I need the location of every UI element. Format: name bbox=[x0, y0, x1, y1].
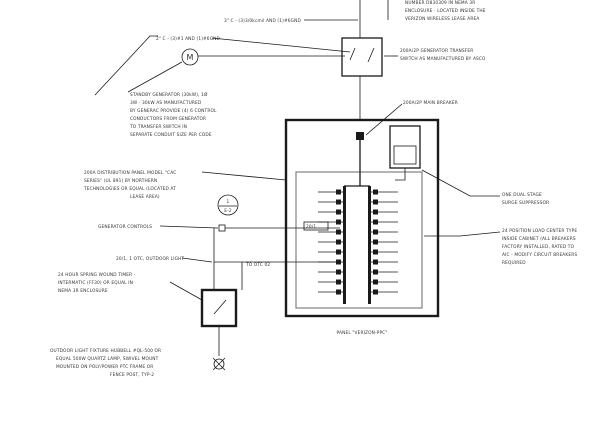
branch-breaker-left bbox=[336, 189, 341, 195]
standby-generator-note-line-2: 3W - 30kW AS MANUFACTURED bbox=[130, 100, 202, 106]
generator-symbol bbox=[181, 48, 199, 66]
surge-suppressor-leader bbox=[421, 169, 500, 197]
distribution-panel-note-line-3: TECHNOLOGIES OR EQUAL (LOCATED AT bbox=[83, 186, 176, 192]
branch-breaker-right bbox=[373, 219, 378, 225]
main-breaker-symbol bbox=[356, 132, 364, 140]
distribution-panel-note-line-1: 200A DISTRIBUTION PANEL MODEL "CAC bbox=[84, 170, 176, 176]
panel-inner-enclosure bbox=[295, 171, 423, 309]
transfer-switch-note-line-1: 200A/2P GENERATOR TRANSFER bbox=[400, 48, 473, 54]
branch-breaker-right bbox=[373, 249, 378, 255]
timer-switch-blade bbox=[213, 299, 227, 315]
branch-breaker-right bbox=[373, 269, 378, 275]
branch-breaker-left bbox=[336, 199, 341, 205]
generator-controls-terminal bbox=[218, 224, 226, 232]
transfer-switch-blade-1 bbox=[349, 47, 356, 61]
distribution-panel-note-line-4: LEASE AREA) bbox=[130, 194, 160, 200]
fixture-note-line-4: FENCE POST, TYP-2 bbox=[110, 372, 154, 378]
outdoor-light-circuit-leader bbox=[181, 257, 213, 263]
branch-breaker-left bbox=[336, 269, 341, 275]
branch-breaker-right bbox=[373, 189, 378, 195]
timer-leader bbox=[169, 281, 203, 301]
detail-reference-bubble bbox=[217, 194, 239, 216]
surge-suppressor-note-line-2: SURGE SUPPRESSOR bbox=[502, 200, 549, 206]
light-fixture-symbol bbox=[213, 358, 225, 370]
fixture-note-line-2: EQUAL 500W QUARTZ LAMP, SWIVEL MOUNT bbox=[56, 356, 159, 362]
distribution-panel-leader bbox=[201, 171, 287, 181]
breaker-20-1-label: 20/1 bbox=[306, 224, 316, 230]
transfer-switch-note-line-2: SWITCH AS MANUFACTURED BY ASCO bbox=[400, 56, 486, 62]
generator-controls-label: GENERATOR CONTROLS bbox=[98, 224, 152, 230]
panel-name-label: PANEL "VERIZON-PPC" bbox=[337, 330, 388, 336]
timer-note-line-3: NEMA 3R ENCLOSURE bbox=[58, 288, 108, 294]
standby-generator-note-line-4: CONDUCTORS FROM GENERATOR bbox=[130, 116, 206, 122]
load-center-note-line-1: 24 POSITION LOAD CENTER TYPE bbox=[502, 228, 577, 234]
branch-breaker-left bbox=[336, 289, 341, 295]
branch-breaker-left bbox=[336, 219, 341, 225]
branch-breaker-right bbox=[373, 289, 378, 295]
branch-breaker-left bbox=[336, 229, 341, 235]
top-right-note-line-1: NUMBER D830309 IN NEMA 3R bbox=[405, 0, 475, 6]
main-breaker-note: 200A/2P MAIN BREAKER bbox=[403, 100, 458, 106]
fixture-note-line-1: OUTDOOR LIGHT FIXTURE HUBBELL #QL-500 OR bbox=[50, 348, 161, 354]
surge-suppressor-note-line-1: ONE DUAL STAGE bbox=[502, 192, 542, 198]
generator-symbol-letter: M bbox=[187, 53, 194, 62]
surge-suppressor-connection bbox=[395, 168, 406, 181]
branch-breaker-right bbox=[373, 259, 378, 265]
generator-controls-leader bbox=[159, 225, 219, 229]
generator-conduit-leader bbox=[211, 37, 351, 53]
standby-generator-note-line-1: STANDBY GENERATOR (30kW), 1Ø bbox=[130, 91, 208, 98]
load-center-leader bbox=[424, 231, 501, 237]
transfer-switch-blade-2 bbox=[367, 47, 375, 63]
generator-feeder bbox=[94, 35, 158, 96]
generator-conduit-label: 2" C - (3)#1 AND (1)#6GND bbox=[156, 36, 221, 42]
branch-breaker-right bbox=[373, 209, 378, 215]
branch-breaker-right bbox=[373, 199, 378, 205]
timer-note-line-1: 24 HOUR SPRING WOUND TIMER - bbox=[58, 272, 136, 278]
load-center-note-line-3: FACTORY INSTALLED, RATED TO bbox=[502, 244, 575, 250]
main-conduit-label: 3" C - (3)3/0kcmil AND (1)#6GND bbox=[224, 18, 301, 24]
branch-breaker-left bbox=[336, 279, 341, 285]
detail-reference-sheet: E-2 bbox=[224, 208, 232, 214]
fixture-note-line-3: MOUNTED ON POLY/POWER PTC FRAME OR bbox=[56, 364, 153, 370]
branch-breaker-right bbox=[373, 229, 378, 235]
bus-bar-left bbox=[343, 186, 346, 304]
standby-generator-note-line-5: TO TRANSFER SWITCH IN bbox=[129, 124, 187, 130]
surge-suppressor-box bbox=[389, 125, 421, 169]
top-right-note-line-3: VERIZON WIRELESS LEASE AREA bbox=[405, 16, 479, 22]
distribution-panel-note-line-2: SERIES" (UL 891) BY NORTHERN bbox=[84, 178, 157, 184]
transfer-switch-box bbox=[341, 37, 383, 77]
load-center-note-line-5: REQUIRED bbox=[502, 260, 526, 266]
to-otc-label: TO OTC 02 bbox=[245, 262, 270, 268]
generator-leader bbox=[127, 61, 183, 93]
branch-breaker-left bbox=[336, 239, 341, 245]
surge-suppressor-inner bbox=[393, 145, 417, 165]
branch-breaker-left bbox=[336, 249, 341, 255]
standby-generator-note-line-3: BY GENERAC PROVIDE (4) 6 CONTROL bbox=[130, 108, 217, 114]
standby-generator-note-line-6: SEPARATE CONDUIT SIZE PER CODE bbox=[130, 132, 212, 138]
branch-breaker-left bbox=[336, 209, 341, 215]
top-right-note-line-2: ENCLOSURE - LOCATED INSIDE THE bbox=[405, 8, 486, 14]
load-center-note-line-4: AIC - MODIFY CIRCUIT BREAKERS bbox=[502, 252, 577, 258]
branch-breaker-right bbox=[373, 239, 378, 245]
outdoor-light-circuit-label: 20/1, 1 OTC, OUTDOOR LIGHT bbox=[116, 256, 185, 262]
branch-breaker-right bbox=[373, 279, 378, 285]
bus-bar-right bbox=[368, 186, 371, 304]
breaker-20-1 bbox=[303, 221, 329, 231]
timer-note-line-2: INTERMATIC (FF30) OR EQUAL IN bbox=[58, 280, 133, 286]
light-fixture-cross-2 bbox=[212, 357, 226, 371]
load-center-note-line-2: INSIDE CABINET (ALL BREAKERS bbox=[502, 236, 576, 242]
panel-outer-enclosure bbox=[284, 118, 440, 318]
detail-reference-number: 1 bbox=[227, 199, 230, 205]
branch-breakers bbox=[318, 189, 398, 295]
